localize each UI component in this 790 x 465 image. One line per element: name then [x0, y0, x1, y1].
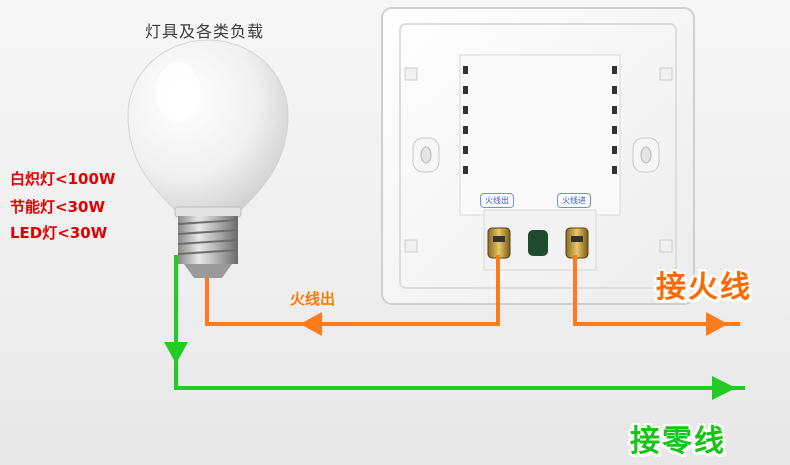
bulb-base-icon [177, 216, 239, 278]
load-title: 灯具及各类负载 [145, 22, 265, 41]
switch-back-plate [381, 7, 695, 305]
spec-incandescent: 白炽灯<100W [10, 170, 116, 188]
terminal-out-tag: 火线出 [480, 193, 514, 208]
live-out-arrow-icon [300, 312, 322, 336]
terminal-in-screw [565, 227, 589, 259]
spec-led: LED灯<30W [10, 224, 108, 242]
terminal-in-tag: 火线进 [557, 193, 591, 208]
live-wire-label: 接火线 [656, 270, 752, 305]
neutral-right-arrow-icon [712, 376, 736, 400]
spec-cfl: 节能灯<30W [10, 198, 105, 216]
neutral-down-arrow-icon [164, 342, 188, 364]
live-in-arrow-icon [706, 312, 728, 336]
light-bulb-icon [127, 39, 289, 278]
neutral-wire-label: 接零线 [630, 424, 726, 459]
terminal-divider [528, 230, 548, 256]
line-out-label: 火线出 [290, 290, 336, 308]
neutral-wire [174, 255, 745, 390]
live-wire [205, 255, 740, 326]
terminal-out-screw [487, 227, 511, 259]
